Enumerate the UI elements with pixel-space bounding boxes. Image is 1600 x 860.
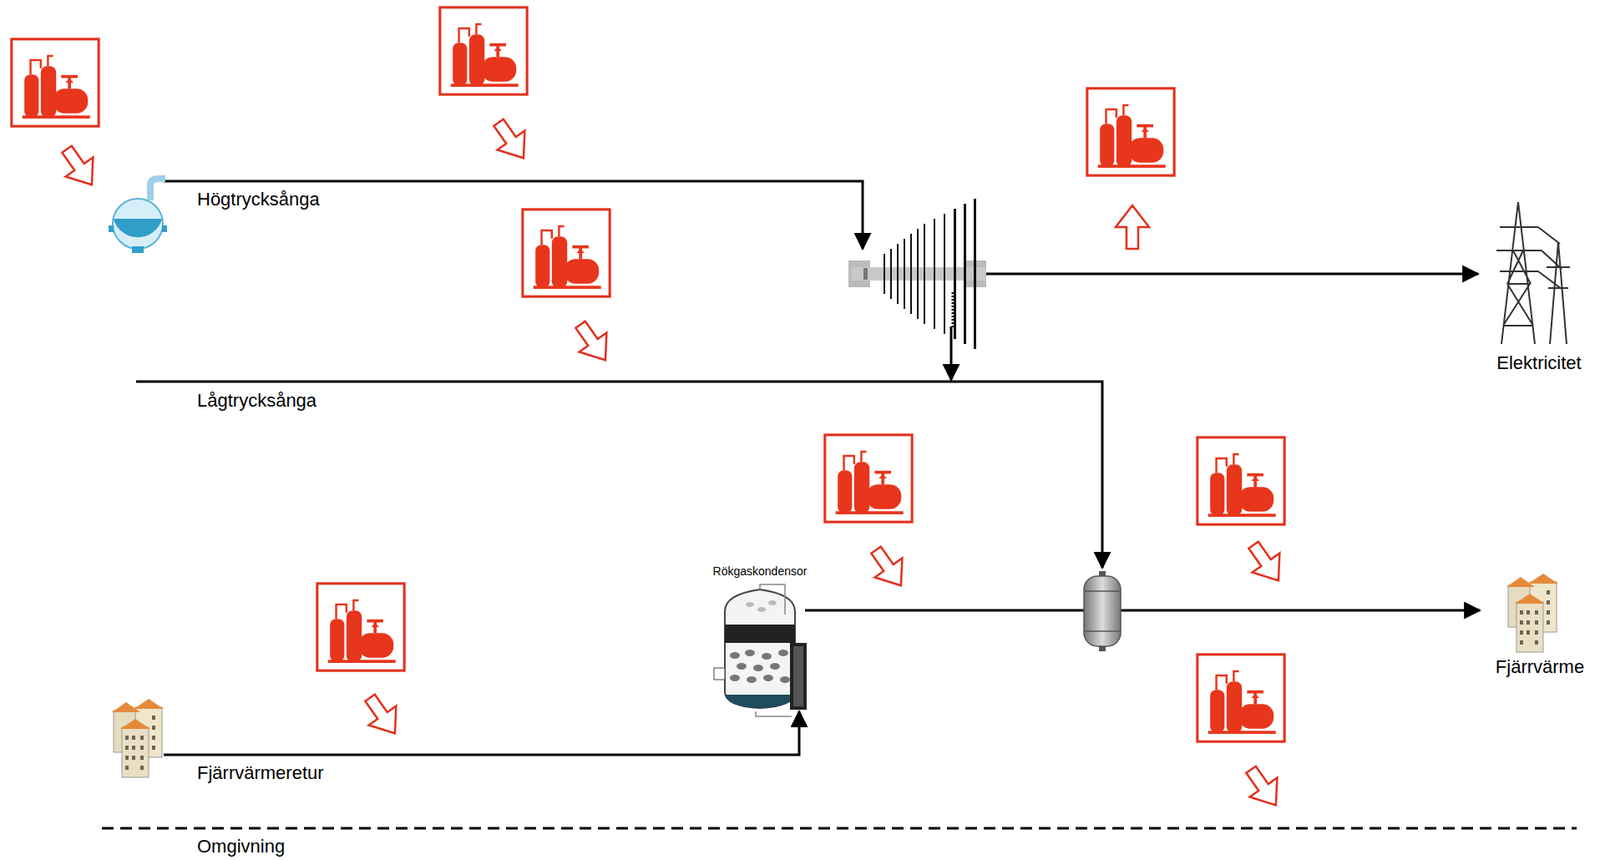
turbine-blade (943, 213, 946, 335)
turbine-blade (973, 198, 977, 350)
district-heating-consumer: Fjärrvärme (1479, 576, 1600, 680)
turbine-blade (910, 233, 912, 314)
flue-gas-condenser: Rökgaskondensor (708, 564, 812, 712)
node-label: Elektricitet (1478, 352, 1600, 375)
node-label: Rökgaskondensor (708, 564, 812, 578)
turbine-blade (896, 243, 899, 304)
turbine-blade (916, 228, 919, 319)
turbine-blade (953, 208, 957, 340)
turbine-blade (923, 223, 926, 325)
electricity-grid: Elektricitet (1478, 197, 1600, 376)
node-label: Fjärrvärme (1479, 656, 1600, 679)
turbine-blade (963, 203, 967, 345)
district-heating-pipe (805, 609, 1480, 613)
stream-label: Fjärrvärmeretur (195, 762, 326, 785)
stream-label: Lågtrycksånga (195, 389, 319, 412)
stream-label: Omgivning (195, 835, 287, 858)
stream-label: Högtrycksånga (195, 188, 322, 211)
turbine-blade (890, 248, 892, 299)
turbine-blade (903, 238, 906, 309)
turbine-blade (933, 218, 936, 330)
turbine-blade (883, 253, 886, 294)
